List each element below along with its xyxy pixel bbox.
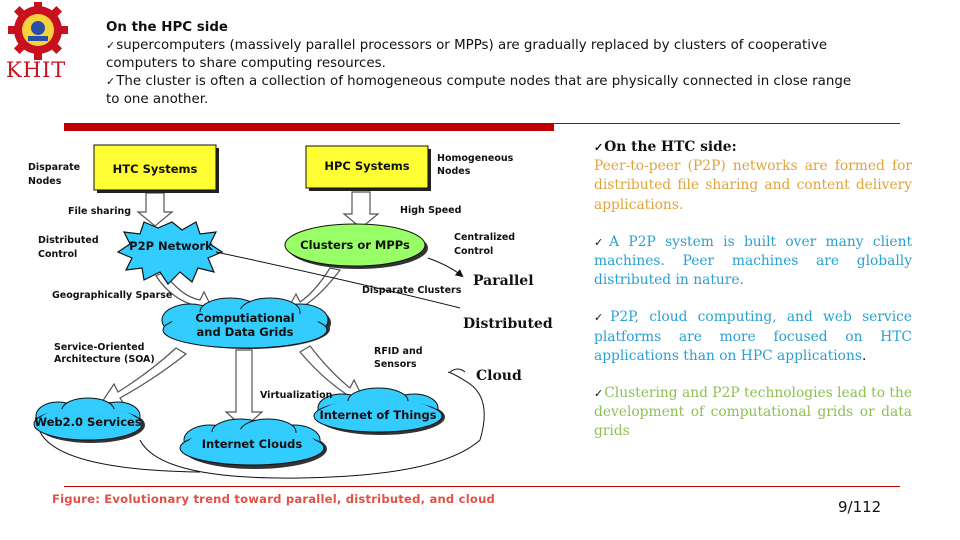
htc-p3-text: P2P, cloud computing, and web service pl… bbox=[594, 309, 913, 364]
label-parallel: Parallel bbox=[473, 273, 534, 289]
htc-paragraph-4: ✓Clustering and P2P technologies lead to… bbox=[594, 384, 912, 442]
checkmark-icon: ✓ bbox=[594, 311, 610, 325]
label-cloud: Cloud bbox=[476, 368, 522, 384]
htc-p3-period: . bbox=[861, 347, 867, 364]
label-distributed-control-1: Distributed bbox=[38, 235, 99, 246]
htc-p1-text: Peer-to-peer (P2P) networks are formed f… bbox=[594, 158, 912, 213]
web2-cloud bbox=[33, 397, 145, 443]
curve-cloud-left bbox=[39, 431, 201, 473]
checkmark-icon: ✓ bbox=[106, 39, 116, 52]
internet-clouds-cloud bbox=[179, 418, 327, 469]
htc-title-text: On the HTC side: bbox=[604, 139, 737, 155]
arrow-grids-to-clouds bbox=[224, 349, 264, 429]
label-soa-2: Architecture (SOA) bbox=[54, 354, 155, 365]
hpc-title: On the HPC side bbox=[106, 20, 228, 35]
iot-label: Internet of Things bbox=[319, 408, 436, 422]
label-soa-1: Service-Oriented bbox=[54, 342, 144, 353]
hpc-bullet: ✓supercomputers (massively parallel proc… bbox=[106, 37, 866, 73]
grids-label-line1: Computiational bbox=[195, 311, 294, 325]
curve-distributed bbox=[215, 251, 461, 309]
checkmark-icon: ✓ bbox=[106, 75, 116, 88]
p2p-network-burst bbox=[116, 221, 224, 285]
checkmark-icon: ✓ bbox=[594, 387, 604, 401]
gear-logo-icon bbox=[8, 0, 68, 60]
flow-arrows bbox=[100, 191, 380, 429]
label-rfid-1: RFID and bbox=[374, 346, 423, 357]
red-divider-bar bbox=[64, 123, 554, 131]
label-centralized-2: Control bbox=[454, 246, 493, 257]
hpc-systems-label: HPC Systems bbox=[324, 159, 409, 173]
htc-p2-text: A P2P system is built over many client m… bbox=[594, 233, 912, 289]
arrow-htc-to-p2p bbox=[136, 192, 174, 227]
curve-cloud-tip bbox=[449, 368, 466, 373]
label-homogeneous-2: Nodes bbox=[437, 166, 471, 177]
htc-systems-label: HTC Systems bbox=[113, 162, 198, 176]
grids-cloud bbox=[161, 297, 331, 349]
hpc-bullet-text: The cluster is often a collection of hom… bbox=[106, 74, 852, 107]
p2p-network-label: P2P Network bbox=[129, 239, 213, 253]
iot-cloud bbox=[313, 387, 445, 435]
arrow-hpc-to-clusters bbox=[342, 191, 380, 229]
hpc-systems-box bbox=[305, 145, 429, 189]
bottom-divider-line bbox=[64, 486, 900, 487]
htc-section: ✓On the HTC side: Peer-to-peer (P2P) net… bbox=[594, 138, 912, 460]
clusters-label: Clusters or MPPs bbox=[300, 238, 410, 252]
evolution-diagram: HTC Systems HPC Systems P2P Network Clus… bbox=[28, 144, 553, 479]
figure-caption: Figure: Evolutionary trend toward parall… bbox=[52, 492, 496, 506]
label-centralized-1: Centralized bbox=[454, 232, 515, 243]
htc-p4-text: Clustering and P2P technologies lead to … bbox=[594, 385, 912, 440]
htc-systems-box bbox=[93, 144, 217, 191]
label-distributed: Distributed bbox=[463, 316, 553, 332]
curve-cloud bbox=[139, 371, 485, 479]
label-high-speed: High Speed bbox=[400, 205, 461, 216]
logo-text: KHIT bbox=[6, 58, 67, 82]
red-divider-line bbox=[554, 123, 900, 124]
label-virtualization: Virtualization bbox=[260, 390, 333, 401]
grids-label-line2: and Data Grids bbox=[197, 325, 294, 339]
khit-logo: KHIT bbox=[2, 0, 74, 82]
web2-label: Web2.0 Services bbox=[34, 415, 141, 429]
htc-paragraph-3: ✓P2P, cloud computing, and web service p… bbox=[594, 308, 912, 366]
htc-paragraph-1: ✓On the HTC side: Peer-to-peer (P2P) net… bbox=[594, 138, 912, 215]
label-rfid-2: Sensors bbox=[374, 359, 417, 370]
curve-parallel bbox=[427, 257, 464, 278]
label-disparate-nodes-2: Nodes bbox=[28, 176, 62, 187]
label-homogeneous-1: Homogeneous bbox=[437, 153, 514, 164]
label-file-sharing: File sharing bbox=[68, 206, 131, 217]
diagram-labels: Disparate Nodes File sharing Distributed… bbox=[28, 153, 515, 401]
htc-title: ✓On the HTC side: bbox=[594, 138, 912, 157]
label-distributed-control-2: Control bbox=[38, 249, 77, 260]
clusters-ellipse bbox=[284, 223, 426, 267]
label-geographically-sparse: Geographically Sparse bbox=[52, 290, 172, 301]
label-disparate-clusters: Disparate Clusters bbox=[362, 285, 462, 296]
internet-clouds-label: Internet Clouds bbox=[202, 437, 303, 451]
hpc-bullet-text: supercomputers (massively parallel proce… bbox=[106, 38, 828, 71]
checkmark-icon: ✓ bbox=[594, 141, 604, 154]
htc-paragraph-2: ✓A P2P system is built over many client … bbox=[594, 233, 912, 291]
hpc-section: On the HPC side ✓supercomputers (massive… bbox=[106, 19, 866, 109]
page-number: 9/112 bbox=[838, 498, 882, 516]
connector-curves bbox=[39, 251, 485, 479]
checkmark-icon: ✓ bbox=[594, 235, 609, 249]
hpc-bullet: ✓The cluster is often a collection of ho… bbox=[106, 73, 866, 109]
label-disparate-nodes-1: Disparate bbox=[28, 162, 80, 173]
